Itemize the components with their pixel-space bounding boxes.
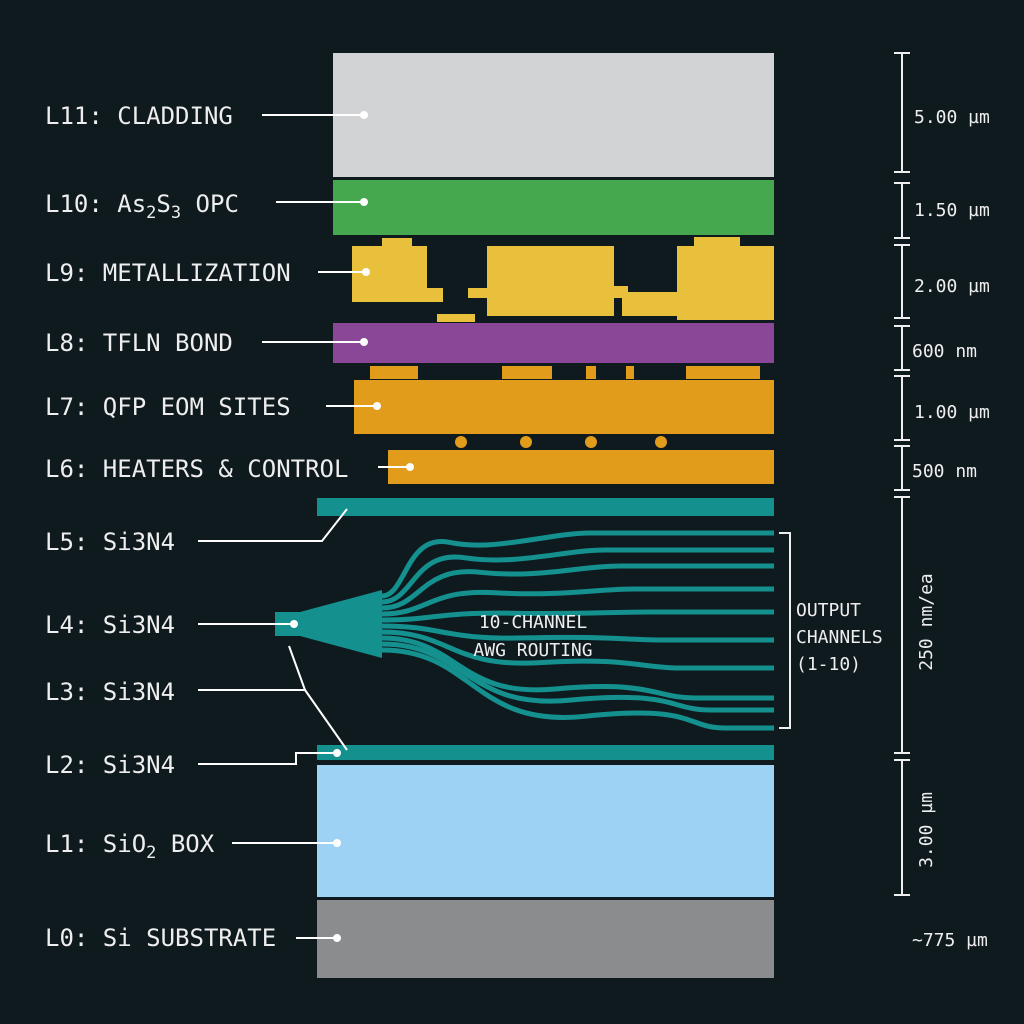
- awg-waveguide-3: [381, 563, 774, 611]
- label-l3: L3: Si3N4: [45, 678, 175, 706]
- layer-metallization: [352, 237, 774, 322]
- output-label-line2: CHANNELS: [796, 627, 883, 648]
- awg-waveguide-2: [381, 547, 774, 605]
- layer-heaters: [388, 450, 774, 484]
- dim-substrate: ~775 µm: [912, 930, 988, 951]
- layer-opc: [333, 180, 774, 235]
- dim-tfln: 600 nm: [912, 341, 977, 362]
- awg-waveguide-4: [381, 586, 774, 617]
- dim-metal: 2.00 µm: [914, 276, 990, 297]
- awg-waveguide-7: [381, 629, 774, 671]
- label-l1: L1: SiO2 BOX: [45, 830, 215, 863]
- dim-heaters: 500 nm: [912, 461, 977, 482]
- dim-si3n4: 250 nm/ea: [916, 573, 937, 671]
- qfp-pads: [370, 366, 760, 379]
- layer-substrate: [317, 900, 774, 978]
- output-bracket: [779, 532, 791, 729]
- label-l5: L5: Si3N4: [45, 528, 175, 556]
- dim-qfp: 1.00 µm: [914, 402, 990, 423]
- awg-waveguide-1: [381, 530, 774, 599]
- awg-waveguides: [381, 530, 774, 731]
- label-l11: L11: CLADDING: [45, 102, 233, 130]
- awg-waveguide-9: [381, 641, 774, 713]
- awg-star-coupler: [300, 590, 382, 658]
- output-label-line1: OUTPUT: [796, 600, 861, 621]
- awg-waveguide-6: [381, 623, 774, 643]
- label-l9: L9: METALLIZATION: [45, 259, 291, 287]
- label-l2: L2: Si3N4: [45, 751, 175, 779]
- label-l4: L4: Si3N4: [45, 611, 175, 639]
- dimension-bar: [894, 52, 910, 896]
- layer-si3n4-l2: [317, 745, 774, 760]
- heater-vias: [455, 436, 667, 448]
- label-l7: L7: QFP EOM SITES: [45, 393, 291, 421]
- awg-label-line1: 10-CHANNEL: [479, 612, 588, 633]
- label-l6: L6: HEATERS & CONTROL: [45, 455, 348, 483]
- layer-qfp-eom: [354, 380, 774, 434]
- label-l10: L10: As2S3 OPC: [45, 190, 239, 223]
- awg-waveguide-5: [381, 609, 774, 623]
- label-l8: L8: TFLN BOND: [45, 329, 233, 357]
- layer-si3n4-l5: [317, 498, 774, 516]
- layer-cladding: [333, 53, 774, 177]
- awg-label-line2: AWG ROUTING: [473, 640, 592, 661]
- layer-box: [317, 765, 774, 897]
- dim-box: 3.00 µm: [916, 792, 937, 868]
- layer-tfln-bond: [333, 323, 774, 363]
- awg-structure: [275, 530, 774, 731]
- output-label-line3: (1-10): [796, 654, 861, 675]
- dim-cladding: 5.00 µm: [914, 107, 990, 128]
- leader-lines: [198, 111, 414, 942]
- dim-opc: 1.50 µm: [914, 200, 990, 221]
- awg-waveguide-8: [381, 635, 774, 701]
- label-l0: L0: Si SUBSTRATE: [45, 924, 276, 952]
- awg-waveguide-10: [381, 647, 774, 731]
